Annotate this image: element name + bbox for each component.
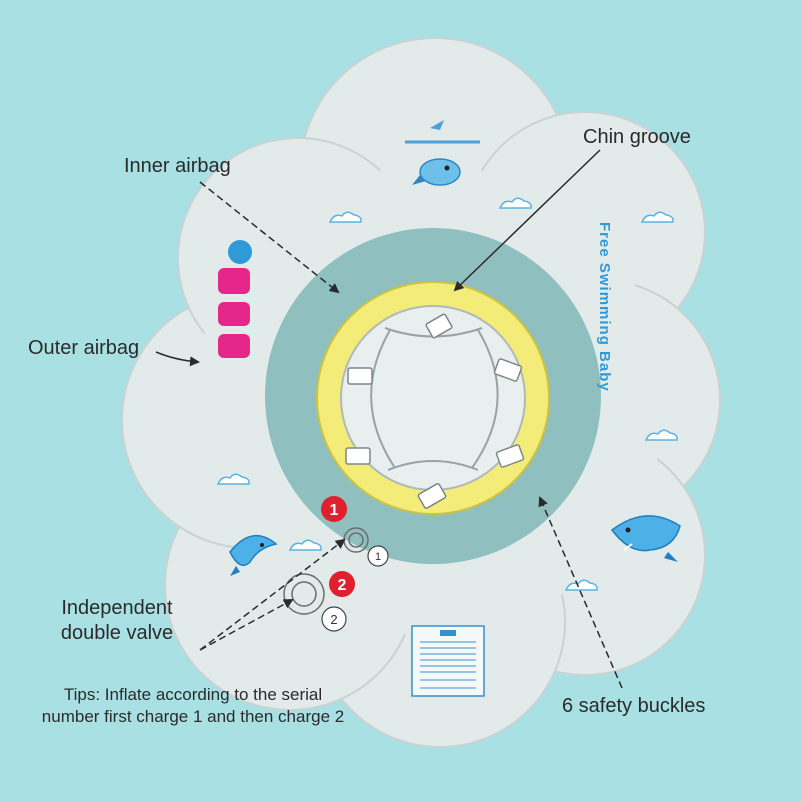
instruction-label (411, 625, 485, 697)
safety-buckle (417, 483, 447, 509)
dolphin-icon (610, 515, 681, 562)
cloud-icon (644, 429, 678, 441)
outer-airbag-arrow (155, 351, 200, 367)
valve-2-badge-text: 2 (338, 577, 347, 594)
valve-1 (343, 527, 389, 567)
inner-airbag-label: Inner airbag (124, 155, 231, 177)
seat-straps (370, 327, 499, 471)
valve-2 (283, 573, 347, 632)
valve-1-badge (321, 496, 347, 522)
cloud-icon (498, 197, 532, 209)
independent-valve-label-line1: Independent (61, 597, 173, 619)
chin-groove-arrow (453, 149, 601, 292)
safety-buckle (347, 367, 373, 385)
safety-buckles (345, 313, 525, 509)
outer-airbag-label: Outer airbag (28, 337, 140, 359)
cloud-icon (328, 211, 362, 223)
valve-2-badge (329, 571, 355, 597)
cloud-icon (288, 539, 322, 551)
safety-buckle-arrow (538, 496, 623, 689)
cloud-icon (216, 473, 250, 485)
brand-logo (218, 240, 252, 358)
inner-airbag-arrow (199, 181, 340, 294)
flying-dolphin-icon (405, 120, 480, 186)
dolphin-icon (229, 535, 278, 576)
safety-buckles-label: 6 safety buckles (562, 695, 706, 717)
safety-buckle (495, 444, 525, 468)
tips-line1: Tips: Inflate according to the serial (63, 685, 323, 704)
valve-1-badge-text: 1 (330, 502, 339, 519)
tips-line2: number first charge 1 and then charge 2 (41, 707, 345, 726)
safety-buckle (345, 447, 371, 465)
brand-text: Free Swimming Baby (596, 222, 613, 392)
chin-groove-label: Chin groove (583, 126, 691, 148)
valve-2-arrow (199, 599, 294, 651)
leader-lines (155, 149, 623, 689)
cloud-icon (564, 579, 598, 591)
independent-valve-label-line2: double valve (60, 622, 174, 644)
valve-1-tag-text: 1 (375, 551, 381, 563)
valve-2-tag-text: 2 (330, 612, 337, 627)
valve-1-arrow (199, 538, 346, 651)
safety-buckle (425, 313, 453, 339)
cloud-icon (640, 211, 674, 223)
safety-buckle (493, 358, 523, 382)
cloud-icons (216, 197, 678, 591)
